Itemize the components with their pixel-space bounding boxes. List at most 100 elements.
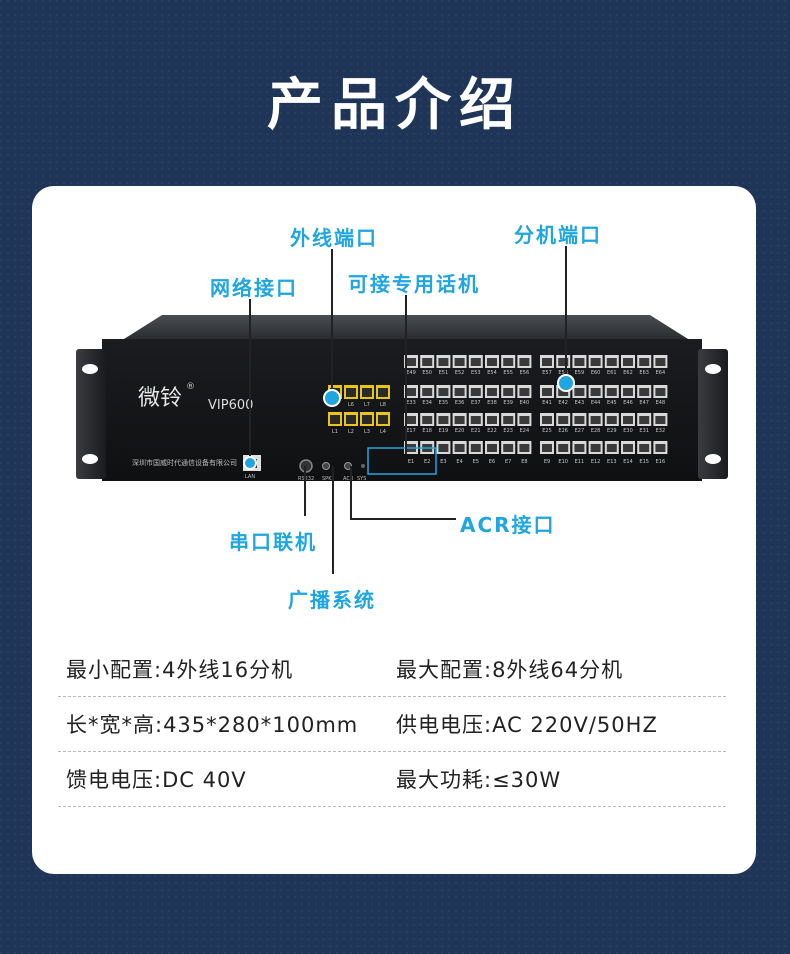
- port-label: E20: [455, 428, 465, 434]
- extension-port: E13: [604, 441, 619, 465]
- callout-outer-lines: 外线端口: [290, 226, 378, 250]
- extension-port: E35: [436, 385, 451, 406]
- port-label: E46: [623, 400, 633, 406]
- port-jack: [590, 444, 601, 452]
- port-label: E51: [439, 370, 449, 376]
- port-jack: [406, 416, 416, 424]
- spec-max-power: 最大功耗:≤30W: [396, 768, 562, 792]
- port-jack: [503, 444, 514, 452]
- port-label: E58: [558, 370, 568, 376]
- port-jack: [422, 388, 433, 396]
- port-label: E50: [422, 370, 432, 376]
- extension-port: E45: [604, 385, 619, 406]
- port-jack: [422, 358, 433, 366]
- port-label: E8: [521, 459, 527, 465]
- port-jack: [487, 358, 497, 366]
- extension-port: E50: [420, 355, 435, 376]
- port-label: E23: [503, 428, 513, 434]
- extension-port: E23: [501, 413, 516, 434]
- port-label: E36: [455, 400, 465, 406]
- port-label: E11: [575, 459, 585, 465]
- port-label: E63: [639, 370, 649, 376]
- port-label: E7: [505, 459, 511, 465]
- port-label: E44: [591, 400, 601, 406]
- port-label: L1: [332, 429, 338, 435]
- port-jack: [519, 416, 530, 424]
- port-jack: [378, 388, 388, 397]
- port-label: E14: [623, 459, 633, 465]
- port-jack: [655, 388, 666, 396]
- port-label: E17: [406, 428, 416, 434]
- port-jack: [606, 358, 617, 366]
- port-jack: [362, 415, 372, 424]
- port-jack: [487, 416, 497, 424]
- port-jack: [590, 388, 601, 396]
- port-label: E49: [406, 370, 416, 376]
- port-jack: [639, 358, 650, 366]
- callout-network-port: 网络接口: [210, 276, 298, 300]
- port-label: E29: [607, 428, 617, 434]
- extension-port: E53: [468, 355, 483, 376]
- spk-jack: [322, 462, 330, 470]
- registered-mark: ®: [186, 382, 195, 392]
- port-jack: [346, 388, 356, 397]
- brand-name: 微铃: [138, 386, 182, 411]
- callout-acr: ACR接口: [460, 513, 556, 537]
- spec-row: 长*宽*高:435*280*100mm 供电电压:AC 220V/50HZ: [58, 697, 726, 752]
- port-jack: [470, 444, 481, 452]
- port-jack: [574, 416, 585, 424]
- port-label: L3: [364, 429, 370, 435]
- extension-port: E28: [588, 413, 603, 434]
- port-jack: [470, 388, 481, 396]
- port-label: E13: [607, 459, 617, 465]
- device-front-panel: 微铃 ® VIP600 深圳市国威时代通信设备有限公司 LAN L5L6L7L8…: [76, 315, 728, 482]
- extension-dot: [557, 374, 575, 392]
- extension-port: E55: [501, 355, 516, 376]
- spec-feed-voltage: 馈电电压:DC 40V: [66, 768, 247, 792]
- port-jack: [655, 416, 666, 424]
- spec-row: 最小配置:4外线16分机 最大配置:8外线64分机: [58, 642, 726, 697]
- port-jack: [454, 416, 465, 424]
- extension-port: E33: [404, 385, 418, 406]
- port-label: L6: [348, 402, 354, 408]
- port-jack: [558, 388, 569, 396]
- extension-port: E17: [404, 413, 418, 434]
- port-label: E54: [487, 370, 497, 376]
- extension-port: E21: [468, 413, 483, 434]
- port-label: E22: [487, 428, 497, 434]
- port-jack: [454, 358, 465, 366]
- port-label: E62: [623, 370, 633, 376]
- port-jack: [503, 358, 514, 366]
- port-label: E25: [542, 428, 552, 434]
- port-jack: [438, 388, 449, 396]
- port-label: E33: [406, 400, 416, 406]
- outer-line-port: L6: [344, 385, 358, 408]
- port-jack: [558, 444, 569, 452]
- extension-port: E60: [588, 355, 603, 376]
- spec-supply-voltage: 供电电压:AC 220V/50HZ: [396, 713, 658, 737]
- extension-port: E51: [436, 355, 451, 376]
- outer-line-port: L7: [360, 385, 374, 408]
- extension-port: E8: [517, 441, 532, 465]
- port-label: E42: [558, 400, 568, 406]
- extension-port: E52: [452, 355, 467, 376]
- port-jack: [519, 444, 530, 452]
- extension-port: E61: [604, 355, 619, 376]
- extension-port: E12: [588, 441, 603, 465]
- extension-port: E15: [637, 441, 652, 465]
- extension-port: E32: [653, 413, 668, 434]
- port-jack: [378, 415, 388, 424]
- spec-min-config: 最小配置:4外线16分机: [66, 658, 294, 682]
- port-label: E28: [591, 428, 601, 434]
- extension-port: E36: [452, 385, 467, 406]
- port-label: E57: [542, 370, 552, 376]
- port-jack: [558, 416, 569, 424]
- spk-label: SPK: [322, 476, 332, 482]
- spec-row: 馈电电压:DC 40V 最大功耗:≤30W: [58, 752, 726, 807]
- sys-led: [361, 464, 365, 468]
- port-label: E27: [575, 428, 585, 434]
- extension-port: E3: [436, 441, 451, 465]
- port-jack: [330, 415, 340, 424]
